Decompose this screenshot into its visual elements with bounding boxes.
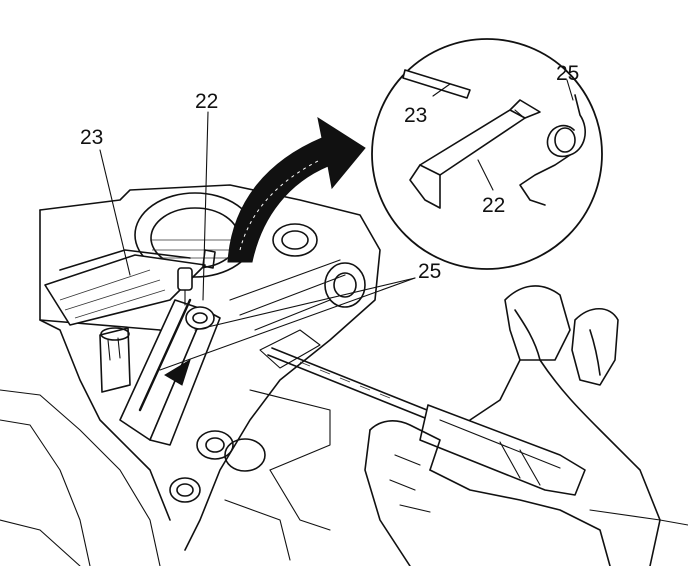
removal-direction-arrow: [227, 116, 366, 263]
callout-25-main: 25: [418, 260, 441, 283]
detail-inset: [371, 38, 603, 270]
screwdriver-tool: [267, 347, 586, 496]
inset-pin-23: [402, 69, 471, 99]
leader-lines: [99, 79, 574, 371]
callout-23-main: 23: [80, 126, 103, 149]
callout-25-inset: 25: [556, 62, 579, 85]
transmission-housing: [0, 184, 381, 566]
callout-22-main: 22: [195, 90, 218, 113]
technician-hand: [364, 285, 688, 566]
callout-22-inset: 22: [482, 194, 505, 217]
inset-spring-25: [546, 94, 586, 157]
callout-23-inset: 23: [404, 104, 427, 127]
